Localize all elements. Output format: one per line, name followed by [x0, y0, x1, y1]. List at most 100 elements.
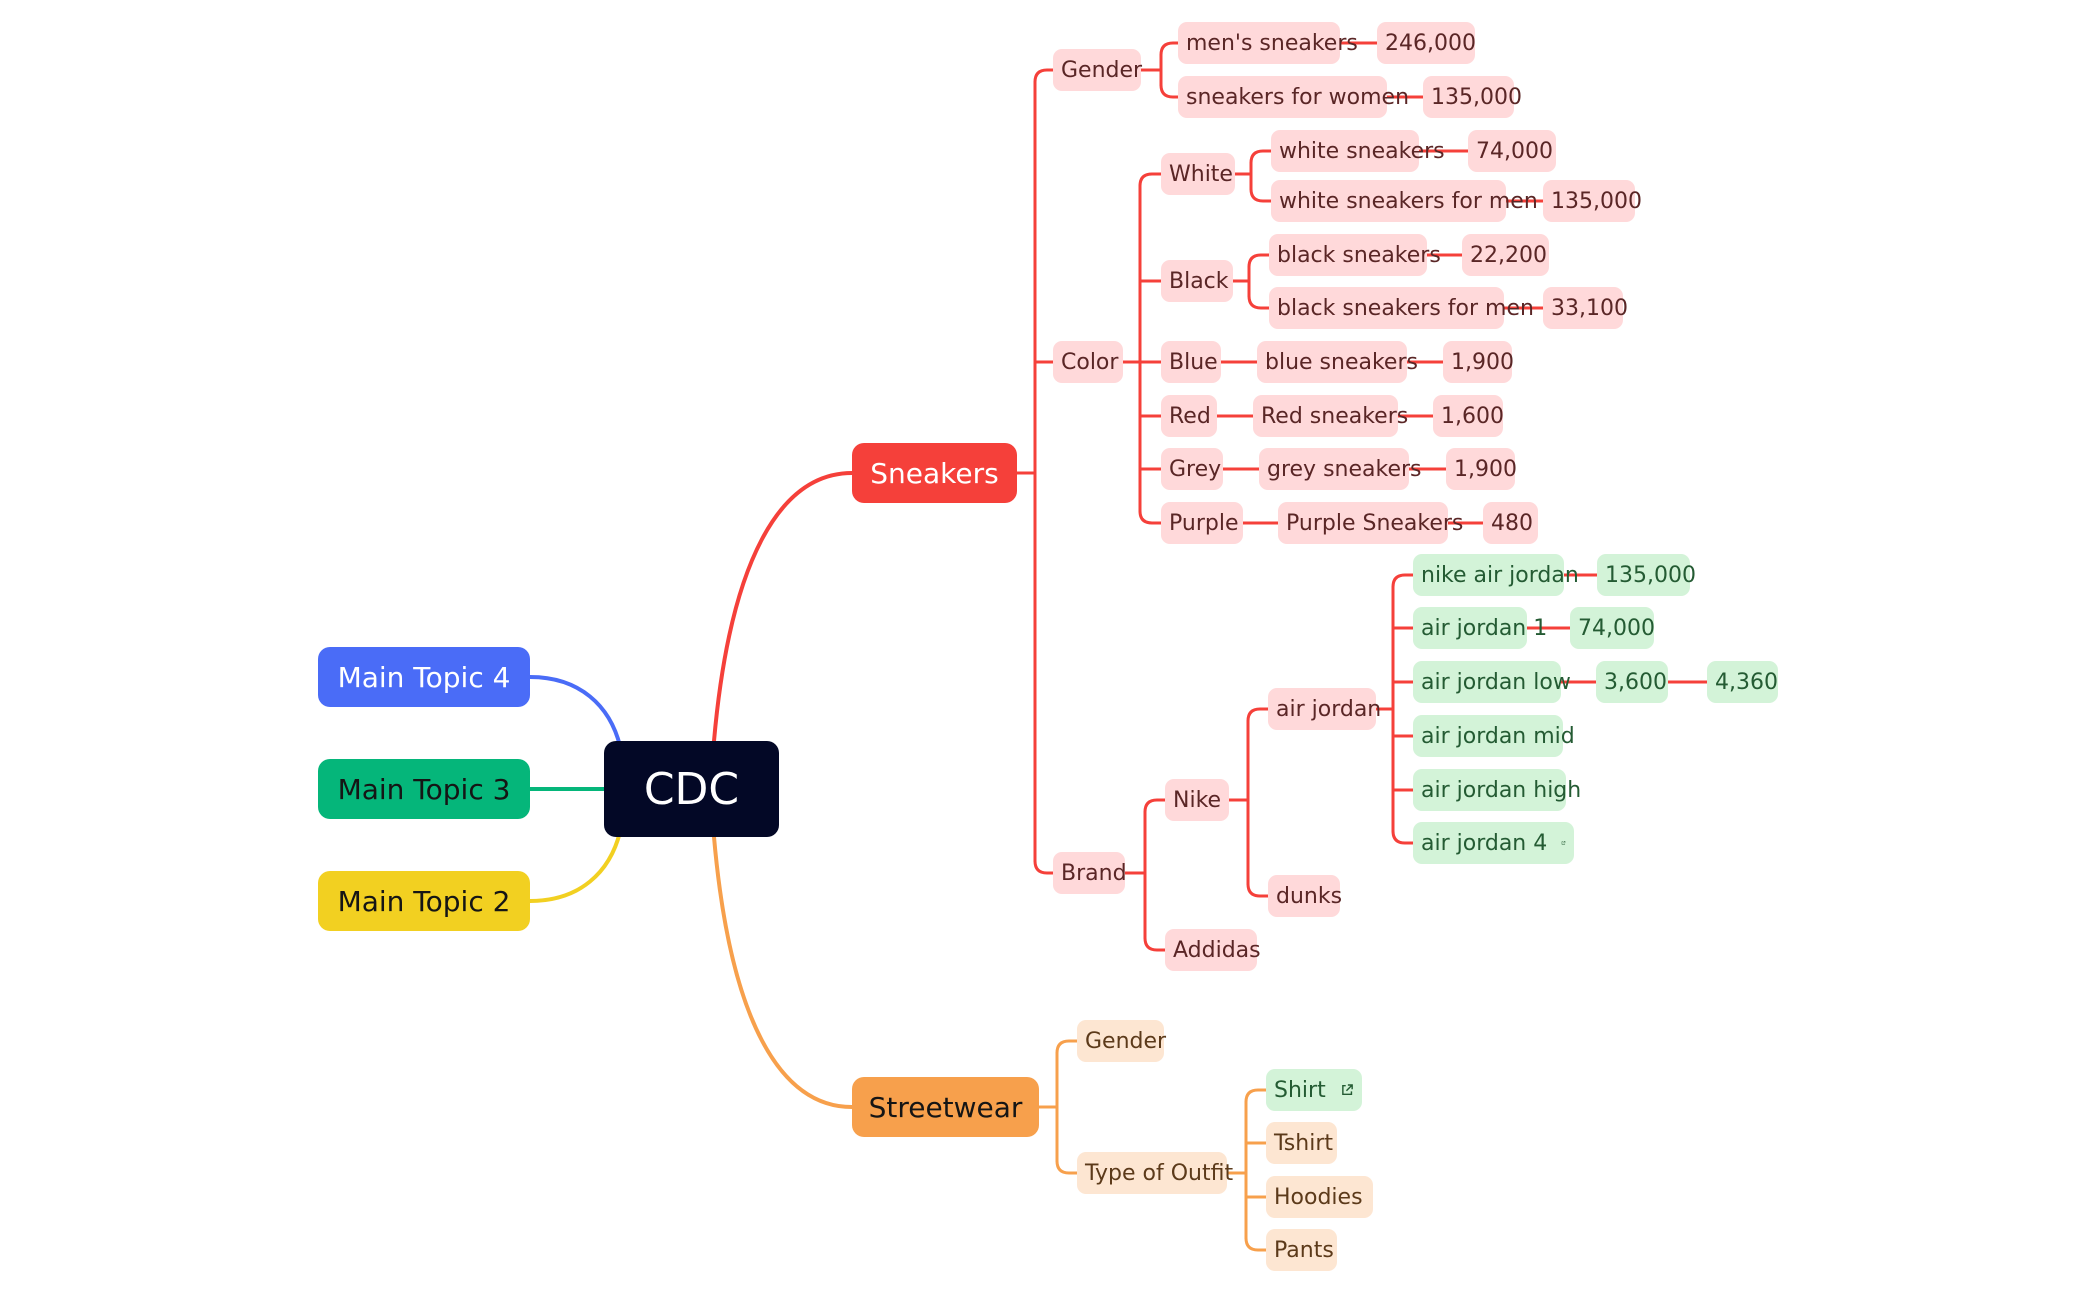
outfit-tshirt-label: Tshirt [1274, 1130, 1333, 1156]
main-topic-2-label: Main Topic 2 [337, 884, 511, 918]
streetwear-node-label: Streetwear [868, 1090, 1023, 1124]
color-purple-item-0[interactable]: Purple Sneakers [1278, 502, 1463, 544]
streetwear-gender-label: Gender [1085, 1028, 1167, 1054]
streetwear-node[interactable]: Streetwear [852, 1077, 1039, 1137]
sneakers-color[interactable]: Color [1053, 341, 1123, 383]
color-grey-item-0[interactable]: grey sneakers [1259, 448, 1422, 490]
air-jordan-item-5[interactable]: air jordan 4 [1413, 822, 1574, 864]
color-black-item-1[interactable]: black sneakers for men [1269, 287, 1534, 329]
color-purple-item-0-value[interactable]: 480 [1483, 502, 1538, 544]
air-jordan-item-0-label: nike air jordan [1421, 562, 1579, 588]
air-jordan-item-3[interactable]: air jordan mid [1413, 715, 1575, 757]
color-black-item-0-label: black sneakers [1277, 242, 1441, 268]
sneakers-gender-label: Gender [1061, 57, 1143, 83]
outfit-tshirt[interactable]: Tshirt [1266, 1122, 1337, 1164]
color-white-item-1[interactable]: white sneakers for men [1271, 180, 1538, 222]
brand-nike[interactable]: Nike [1165, 779, 1229, 821]
color-white-item-0-label: white sneakers [1279, 138, 1445, 164]
air-jordan-item-2[interactable]: air jordan low [1413, 661, 1571, 703]
color-purple-item-0-value-label: 480 [1491, 510, 1533, 536]
nike-air-jordan[interactable]: air jordan [1268, 688, 1381, 730]
outfit-hoodies[interactable]: Hoodies [1266, 1176, 1373, 1218]
mens-sneakers-value-label: 246,000 [1385, 30, 1476, 56]
color-blue-item-0-value[interactable]: 1,900 [1443, 341, 1514, 383]
air-jordan-item-1[interactable]: air jordan 1 [1413, 607, 1547, 649]
color-white-item-0-value[interactable]: 74,000 [1468, 130, 1556, 172]
air-jordan-item-1-value-0[interactable]: 74,000 [1570, 607, 1655, 649]
external-link-icon[interactable] [1340, 1080, 1354, 1100]
sneakers-for-women-value[interactable]: 135,000 [1423, 76, 1522, 118]
color-grey-item-0-value-label: 1,900 [1454, 456, 1517, 482]
sneakers-gender-connector-branch-0 [1159, 41, 1180, 57]
air-jordan-item-0-value-0[interactable]: 135,000 [1597, 554, 1696, 596]
color-grey-item-0-value[interactable]: 1,900 [1446, 448, 1517, 490]
color-black-item-1-value[interactable]: 33,100 [1543, 287, 1628, 329]
color-black-label: Black [1169, 268, 1229, 294]
color-white-item-0-value-label: 74,000 [1476, 138, 1553, 164]
sneakers-gender[interactable]: Gender [1053, 49, 1143, 91]
main-topic-3-label: Main Topic 3 [337, 772, 511, 806]
air-jordan-item-5-label: air jordan 4 [1421, 830, 1548, 856]
mens-sneakers-value[interactable]: 246,000 [1377, 22, 1476, 64]
air-jordan-item-2-value-0-label: 3,600 [1604, 669, 1667, 695]
color-black[interactable]: Black [1161, 260, 1233, 302]
color-purple-item-0-label: Purple Sneakers [1286, 510, 1464, 536]
main-topic-2[interactable]: Main Topic 2 [318, 871, 530, 931]
air-jordan-connector-branch-0 [1391, 573, 1415, 589]
outfit-pants[interactable]: Pants [1266, 1229, 1337, 1271]
color-red-item-0[interactable]: Red sneakers [1253, 395, 1408, 437]
air-jordan-item-0-value-0-label: 135,000 [1605, 562, 1696, 588]
sneakers-node[interactable]: Sneakers [852, 443, 1017, 503]
root-to-streetwear [712, 835, 854, 1109]
air-jordan-item-4[interactable]: air jordan high [1413, 769, 1581, 811]
streetwear-gender[interactable]: Gender [1077, 1020, 1167, 1062]
mens-sneakers[interactable]: men's sneakers [1178, 22, 1358, 64]
outfit-shirt[interactable]: Shirt [1266, 1069, 1362, 1111]
color-red-item-0-label: Red sneakers [1261, 403, 1409, 429]
sneakers-brand[interactable]: Brand [1053, 852, 1127, 894]
root-to-mt2 [528, 830, 622, 903]
sneakers-for-women[interactable]: sneakers for women [1178, 76, 1409, 118]
color-red-item-0-value[interactable]: 1,600 [1433, 395, 1504, 437]
color-white-label: White [1169, 161, 1233, 187]
color-black-item-0-value-label: 22,200 [1470, 242, 1547, 268]
color-purple[interactable]: Purple [1161, 502, 1243, 544]
external-link-icon[interactable] [1561, 833, 1566, 853]
sneakers-brand-label: Brand [1061, 860, 1127, 886]
streetwear-type-of-outfit[interactable]: Type of Outfit [1077, 1152, 1233, 1194]
root-node[interactable]: CDC [604, 741, 779, 837]
color-black-item-0-value[interactable]: 22,200 [1462, 234, 1549, 276]
air-jordan-item-0[interactable]: nike air jordan [1413, 554, 1579, 596]
air-jordan-item-2-value-1[interactable]: 4,360 [1707, 661, 1778, 703]
sneakers-connector-branch-2 [1033, 859, 1055, 875]
air-jordan-item-2-value-0[interactable]: 3,600 [1596, 661, 1668, 703]
mens-sneakers-label: men's sneakers [1186, 30, 1358, 56]
color-white-item-1-value[interactable]: 135,000 [1543, 180, 1642, 222]
color-blue-item-0[interactable]: blue sneakers [1257, 341, 1418, 383]
color-white-item-1-label: white sneakers for men [1279, 188, 1538, 214]
color-white-connector-branch-0 [1249, 149, 1273, 165]
color-blue-item-0-value-label: 1,900 [1451, 349, 1514, 375]
streetwear-connector-branch-0 [1055, 1039, 1079, 1055]
brand-connector-branch-0 [1143, 798, 1167, 814]
color-grey-label: Grey [1169, 456, 1222, 482]
color-grey-item-0-label: grey sneakers [1267, 456, 1422, 482]
color-red[interactable]: Red [1161, 395, 1217, 437]
color-blue[interactable]: Blue [1161, 341, 1221, 383]
color-white-item-0[interactable]: white sneakers [1271, 130, 1445, 172]
root-to-sneakers [712, 471, 854, 743]
air-jordan-item-1-label: air jordan 1 [1421, 615, 1548, 641]
color-white[interactable]: White [1161, 153, 1235, 195]
color-black-item-0[interactable]: black sneakers [1269, 234, 1441, 276]
brand-addidas[interactable]: Addidas [1165, 929, 1261, 971]
color-connector-branch-5 [1138, 509, 1163, 525]
main-topic-3[interactable]: Main Topic 3 [318, 759, 530, 819]
sneakers-node-label: Sneakers [870, 456, 999, 490]
main-topic-4[interactable]: Main Topic 4 [318, 647, 530, 707]
color-grey[interactable]: Grey [1161, 448, 1223, 490]
outfit-connector-branch-3 [1244, 1236, 1268, 1252]
streetwear-connector-branch-1 [1055, 1159, 1079, 1175]
nike-dunks[interactable]: dunks [1268, 875, 1342, 917]
